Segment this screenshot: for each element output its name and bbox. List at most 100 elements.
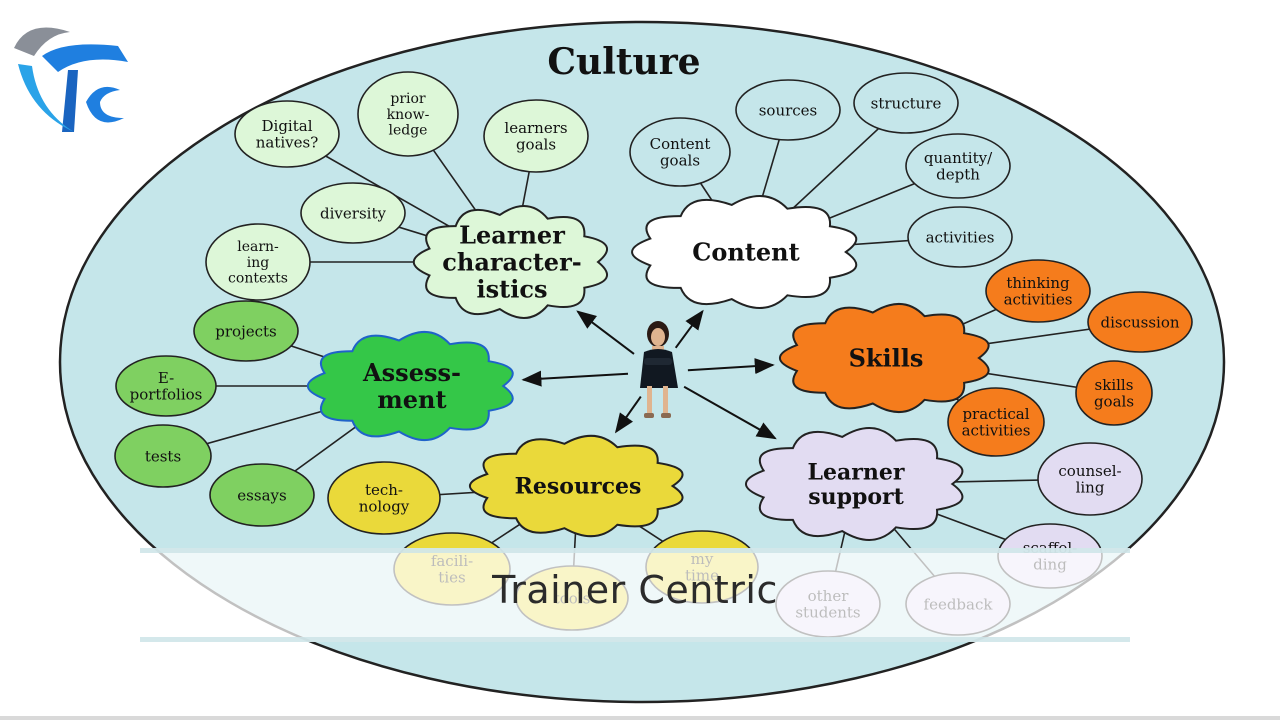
leaf-ellipse xyxy=(1087,291,1193,353)
hub-cloud xyxy=(412,205,609,319)
trainer-arrow xyxy=(576,310,635,355)
leaf-label-line: nology xyxy=(359,498,410,516)
leaf-ellipse xyxy=(947,387,1045,457)
leaf-label-line: discussion xyxy=(1100,313,1179,331)
hub-cloud xyxy=(468,434,684,538)
hub-label-line: Resources xyxy=(515,474,642,500)
leaf-label-line: tech- xyxy=(365,481,403,499)
leaf-label-line: activities xyxy=(962,422,1031,440)
hub-assessment: Assess-ment xyxy=(306,331,514,441)
leaf-label-line: natives? xyxy=(256,134,319,152)
leaf-node: E-portfolios xyxy=(115,355,217,417)
leaf-node: activities xyxy=(907,206,1013,268)
leaf-ellipse xyxy=(209,463,315,527)
leaf-ellipse xyxy=(300,182,406,244)
leaf-label-line: practical xyxy=(962,405,1029,423)
hub-label-line: Content xyxy=(692,237,799,266)
leaf-node: essays xyxy=(209,463,315,527)
hub-label-line: Learner xyxy=(459,221,565,250)
leaf-ellipse xyxy=(1075,360,1153,426)
leaf-label-line: essays xyxy=(237,486,286,504)
hub-label-line: support xyxy=(808,484,904,510)
diagram-title: Culture xyxy=(547,41,700,83)
leaf-label-line: ledge xyxy=(389,123,428,139)
leaf-label-line: ling xyxy=(1076,479,1105,497)
leaf-ellipse xyxy=(735,79,841,141)
leaf-label-line: tests xyxy=(145,447,181,465)
leaf-label-line: goals xyxy=(660,152,700,170)
hub-label-line: character- xyxy=(442,247,581,276)
leaf-label-line: thinking xyxy=(1006,274,1070,292)
leaf-label-line: goals xyxy=(516,136,556,154)
leaf-label-line: quantity/ xyxy=(924,149,993,167)
leaf-node: tests xyxy=(114,424,212,488)
leaf-label-line: skills xyxy=(1095,376,1134,394)
caption-text: Trainer Centric xyxy=(492,568,778,612)
hub-cloud xyxy=(306,331,514,441)
leaf-node: diversity xyxy=(300,182,406,244)
leaf-node: sources xyxy=(735,79,841,141)
leaf-ellipse xyxy=(205,223,311,301)
leaf-ellipse xyxy=(114,424,212,488)
leaf-node: counsel-ling xyxy=(1037,442,1143,516)
leaf-label-line: projects xyxy=(215,322,276,340)
hub-nodes: Learnercharacter-isticsContentSkillsLear… xyxy=(306,195,990,541)
leaf-label-line: know- xyxy=(387,107,430,123)
brand-logo xyxy=(8,10,132,138)
leaf-ellipse xyxy=(193,300,299,362)
hub-label-line: Learner xyxy=(808,459,905,485)
trainer-arrow xyxy=(521,370,629,387)
hub-label-line: ment xyxy=(377,385,446,414)
hub-cloud xyxy=(745,427,964,541)
leaf-node: tech-nology xyxy=(327,461,441,535)
leaf-label-line: diversity xyxy=(320,204,386,222)
leaf-label-line: portfolios xyxy=(130,386,203,404)
leaf-label-line: structure xyxy=(871,94,942,112)
trainer-arrow xyxy=(674,309,704,349)
trainer-arrow xyxy=(614,396,642,434)
leaf-label-line: E- xyxy=(158,369,174,387)
leaf-ellipse xyxy=(907,206,1013,268)
hub-skills: Skills xyxy=(778,303,990,413)
leaf-ellipse xyxy=(905,133,1011,199)
hub-content: Content xyxy=(631,195,858,309)
trainer-figure xyxy=(640,321,678,418)
leaf-ellipse xyxy=(483,99,589,173)
caption-band: Trainer Centric xyxy=(140,548,1130,642)
bottom-rule xyxy=(0,716,1280,720)
leaf-label-line: learners xyxy=(504,119,567,137)
trainer-arrow xyxy=(687,358,775,375)
leaf-node: discussion xyxy=(1087,291,1193,353)
hub-label-line: Skills xyxy=(849,343,924,372)
leaf-label-line: learn- xyxy=(237,239,279,255)
leaf-label-line: activities xyxy=(1004,291,1073,309)
leaf-label-line: counsel- xyxy=(1058,462,1121,480)
leaf-node: structure xyxy=(853,72,959,134)
leaf-ellipse xyxy=(234,100,340,168)
trainer-arrows xyxy=(521,309,777,440)
leaf-label-line: contexts xyxy=(228,271,288,287)
hub-cloud xyxy=(778,303,990,413)
leaf-ellipse xyxy=(1037,442,1143,516)
leaf-ellipse xyxy=(853,72,959,134)
hub-cloud xyxy=(631,195,858,309)
trainer-arrow xyxy=(683,385,777,440)
leaf-node: quantity/depth xyxy=(905,133,1011,199)
leaf-label-line: activities xyxy=(926,228,995,246)
leaf-ellipse xyxy=(115,355,217,417)
leaf-ellipse xyxy=(629,117,731,187)
hub-label-line: Assess- xyxy=(362,358,461,387)
leaf-ellipse xyxy=(985,259,1091,323)
leaf-label-line: ing xyxy=(247,255,269,271)
hub-resources: Resources xyxy=(468,434,684,538)
leaf-label-line: depth xyxy=(936,166,980,184)
